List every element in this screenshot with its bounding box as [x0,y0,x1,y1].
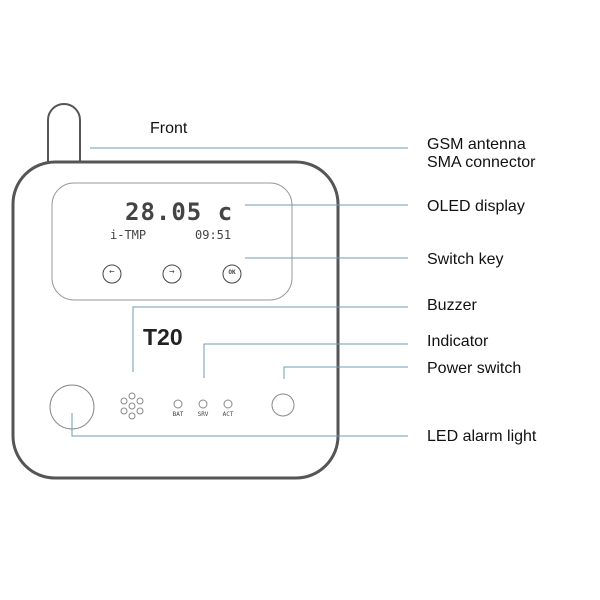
key-right [162,264,182,284]
right-arrow-icon[interactable]: → [169,267,175,277]
indicator-label-bat: BAT [172,411,184,418]
ok-key-label[interactable]: OK [228,269,236,276]
label-antenna: GSM antenna [427,136,526,153]
indicator-act [223,399,233,409]
label-power: Power switch [427,360,522,377]
time-text: 09:51 [195,228,232,242]
key-ok [222,264,242,284]
label-oled: OLED display [427,198,525,215]
temperature-readout: 28.05 c [125,198,233,226]
label-indicator: Indicator [427,333,489,350]
temperature-unit: c [217,198,234,226]
label-buzzer: Buzzer [427,297,477,314]
front-title: Front [150,120,188,137]
indicator-bat [173,399,183,409]
left-arrow-icon[interactable]: ← [109,267,115,277]
temperature-value: 28.05 [125,198,203,226]
indicator-label-act: ACT [222,411,234,418]
leader-lines [71,147,408,437]
key-left [102,264,122,284]
indicator-label-srv: SRV [197,411,209,418]
label-led: LED alarm light [427,428,537,445]
label-switch-key: Switch key [427,251,504,268]
indicator-srv [198,399,208,409]
mode-text: i-TMP [110,228,147,242]
power-switch [271,393,295,417]
model-logo: T20 [143,324,183,350]
label-sma: SMA connector [427,154,536,171]
buzzer-holes [120,392,144,420]
display-panel [51,182,293,301]
antenna [47,103,81,162]
